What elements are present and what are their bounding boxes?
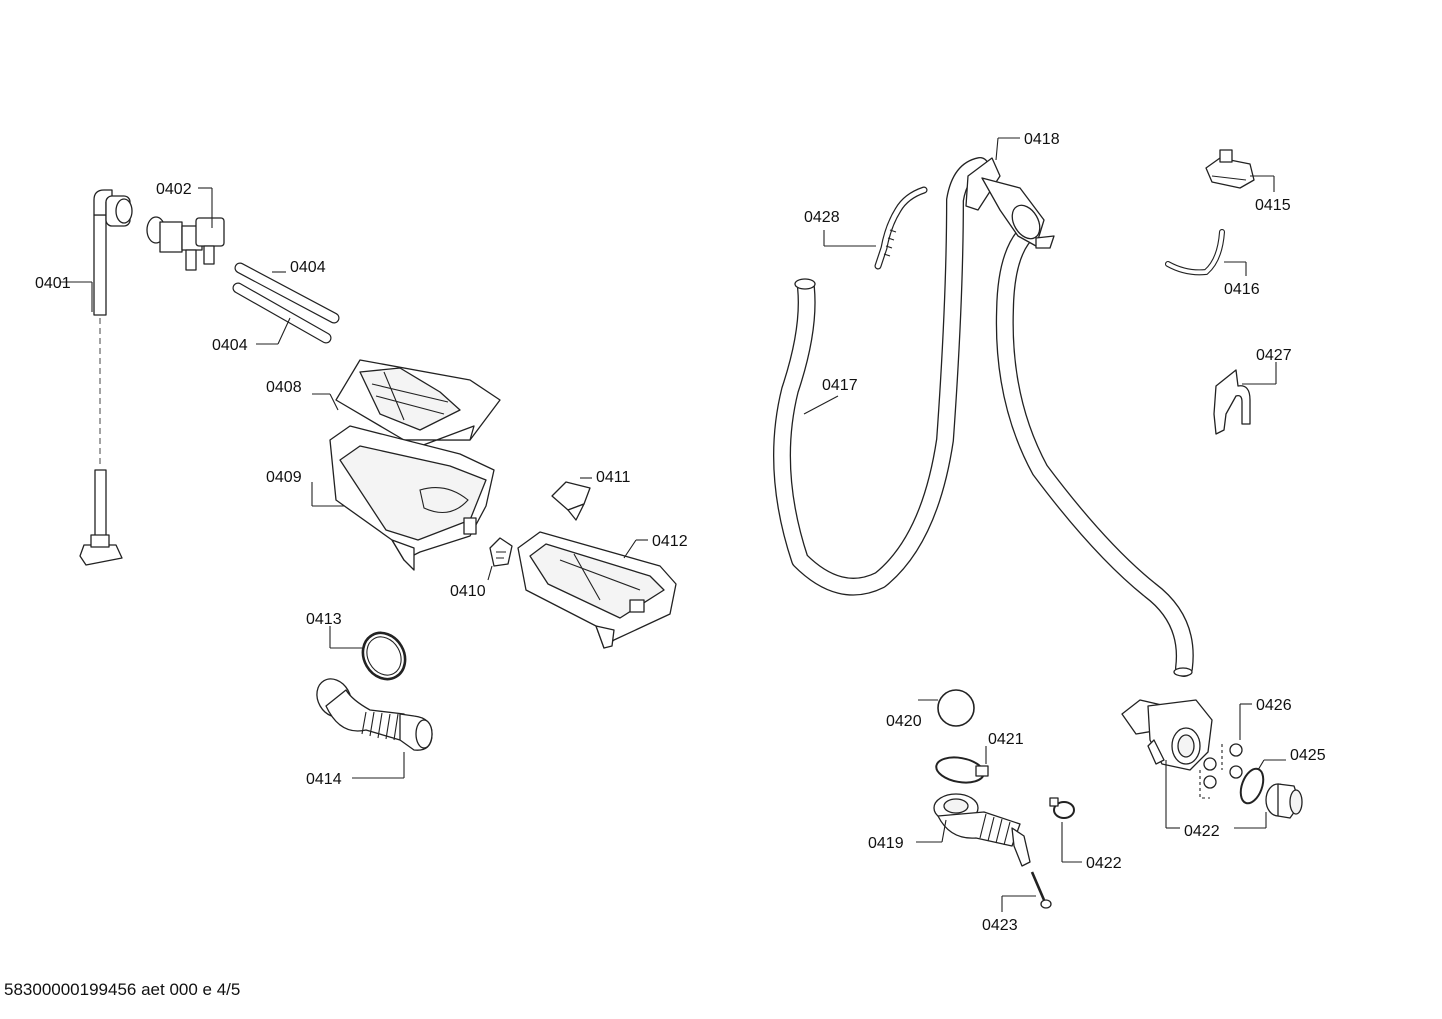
label-0428: 0428 [804, 209, 840, 226]
part-0402-solenoid-valve[interactable] [146, 216, 225, 271]
label-0425: 0425 [1290, 747, 1326, 764]
label-0416: 0416 [1224, 281, 1260, 298]
part-0417-drain-hose[interactable] [773, 157, 989, 596]
drawing-reference: 58300000199456 aet 000 e 4/5 [4, 980, 241, 999]
label-0415: 0415 [1255, 197, 1291, 214]
label-0410: 0410 [450, 583, 486, 600]
part-0420-o-ring[interactable] [937, 689, 975, 727]
label-0404-lower: 0404 [212, 337, 248, 354]
label-0411: 0411 [596, 469, 631, 486]
label-0419: 0419 [868, 835, 904, 852]
label-0421: 0421 [988, 731, 1024, 748]
label-0422-pump: 0422 [1184, 823, 1220, 840]
part-0404-tube-upper[interactable] [234, 262, 340, 324]
part-0425-filter[interactable] [1265, 783, 1303, 819]
label-0409: 0409 [266, 469, 302, 486]
label-0426: 0426 [1256, 697, 1292, 714]
part-0418-hose-connector[interactable] [965, 157, 1055, 249]
label-0401: 0401 [35, 275, 71, 292]
label-0418: 0418 [1024, 131, 1060, 148]
label-0412: 0412 [652, 533, 688, 550]
label-0414: 0414 [306, 771, 342, 788]
part-0404-tube-lower[interactable] [232, 282, 332, 344]
label-0422-lower: 0422 [1086, 855, 1122, 872]
part-0423-screw[interactable] [1030, 871, 1052, 909]
part-0421-hose-clamp[interactable] [934, 754, 989, 786]
part-0422-drain-pump[interactable] [1121, 699, 1213, 771]
part-0422-small-clamp[interactable] [1049, 797, 1075, 819]
part-0411-small-cover[interactable] [551, 481, 591, 521]
part-0412-detergent-drawer[interactable] [517, 531, 677, 649]
label-0427: 0427 [1256, 347, 1292, 364]
part-0426-screws[interactable] [1199, 743, 1243, 799]
label-0404-upper: 0404 [290, 259, 326, 276]
label-0420: 0420 [886, 713, 922, 730]
label-0408: 0408 [266, 379, 302, 396]
part-0415-pressure-switch[interactable] [1205, 149, 1255, 189]
part-0427-hose-clip[interactable] [1213, 369, 1251, 435]
part-0409-dispenser-housing[interactable] [329, 425, 495, 571]
part-0419-sump-hose[interactable] [933, 793, 1031, 867]
label-0413: 0413 [306, 611, 342, 628]
label-0402: 0402 [156, 181, 192, 198]
part-0401-inlet-pipe[interactable] [79, 189, 133, 566]
part-0410-small-clip[interactable] [489, 537, 513, 567]
part-drain-hose-to-pump[interactable] [995, 221, 1194, 677]
part-0413-gasket-ring[interactable] [355, 625, 414, 687]
part-0416-pressure-tube[interactable] [1165, 229, 1225, 276]
part-0428-vent-hose[interactable] [874, 186, 928, 270]
label-0417: 0417 [822, 377, 858, 394]
label-0423: 0423 [982, 917, 1018, 934]
part-0414-bellows-hose[interactable] [310, 673, 433, 751]
